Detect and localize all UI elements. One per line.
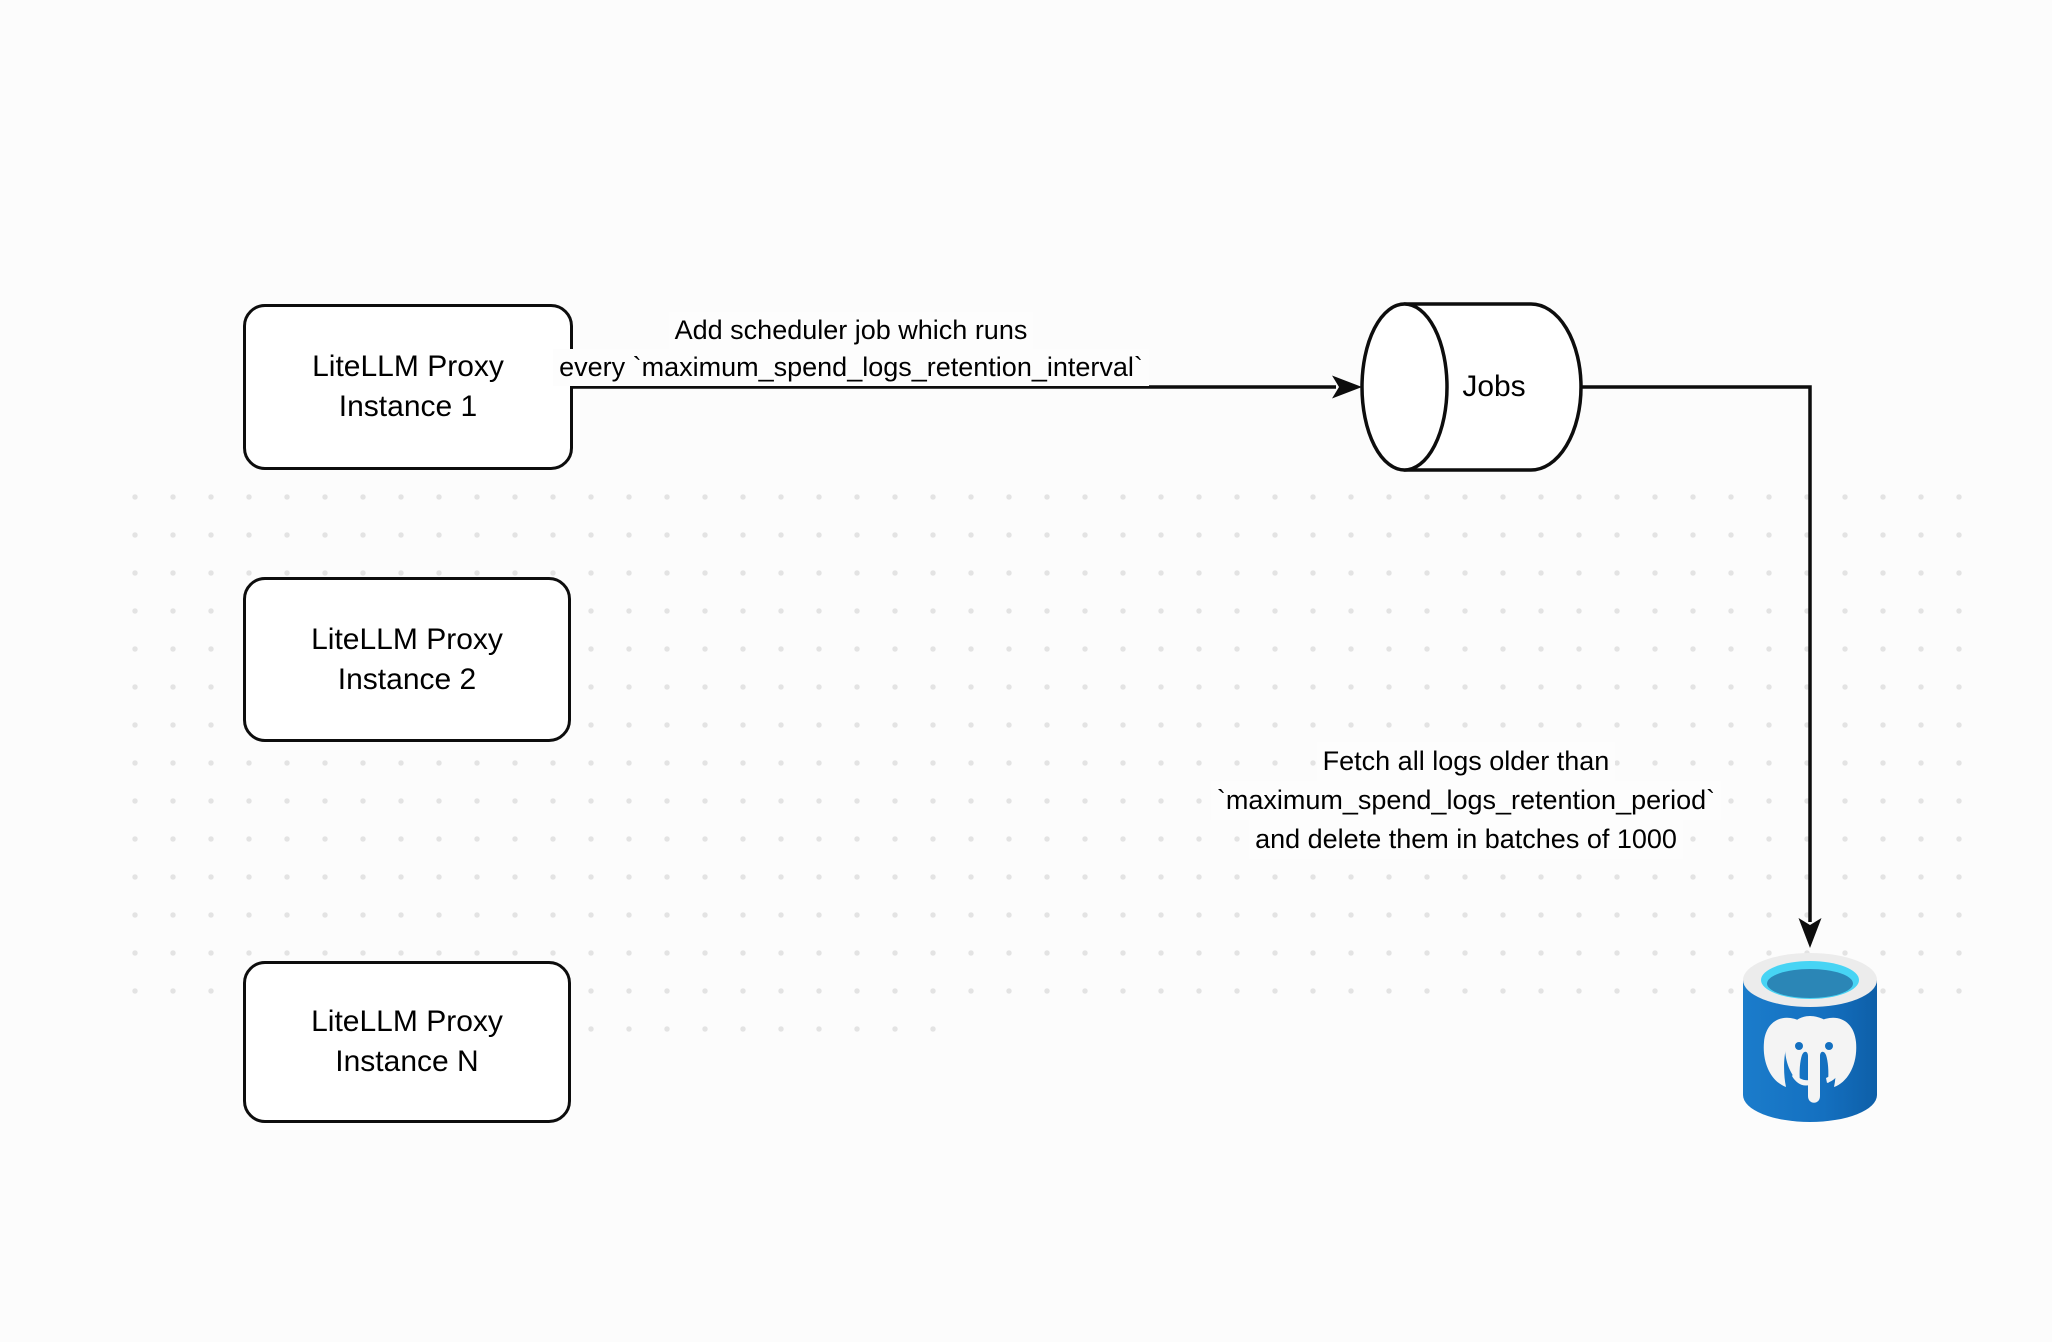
- jobs-queue-cylinder: [1360, 302, 1583, 472]
- node-label-line: Instance 1: [338, 390, 478, 423]
- dot-grid-background-extra-row: [534, 1010, 944, 1048]
- node-label-line: Instance N: [335, 1045, 479, 1078]
- edge-fetch-delete-arrow: [1581, 385, 1822, 948]
- edge-add-scheduler-arrow: [573, 375, 1362, 399]
- jobs-queue-label: Jobs: [1462, 370, 1526, 403]
- node-litellm-proxy-instance-n: LiteLLM Proxy Instance N: [243, 961, 571, 1123]
- edge-label-line: Add scheduler job which runs: [668, 312, 1034, 349]
- node-label-line: Instance 2: [337, 662, 477, 696]
- postgresql-icon: [1743, 953, 1877, 1122]
- arrowhead-right-icon: [1332, 375, 1362, 399]
- edge-label-line: Fetch all logs older than: [1316, 742, 1616, 781]
- node-litellm-proxy-instance-1: LiteLLM Proxy Instance 1: [243, 304, 573, 470]
- node-label-line: LiteLLM Proxy: [311, 1005, 503, 1038]
- node-label-line: LiteLLM Proxy: [312, 350, 504, 383]
- postgres-elephant-glyph: [1763, 1016, 1857, 1103]
- elephant-eye-left: [1795, 1042, 1803, 1050]
- edge-label-line: every `maximum_spend_logs_retention_inte…: [553, 349, 1149, 386]
- elephant-eye-right: [1825, 1042, 1833, 1050]
- node-label-line: LiteLLM Proxy: [311, 622, 503, 656]
- arrowhead-down-icon: [1798, 918, 1822, 948]
- node-litellm-proxy-instance-2: LiteLLM Proxy Instance 2: [243, 577, 571, 742]
- edge-label-fetch-and-delete: Fetch all logs older than `maximum_spend…: [1136, 742, 1796, 859]
- edge-label-line: `maximum_spend_logs_retention_period`: [1210, 781, 1722, 820]
- edge-label-line: and delete them in batches of 1000: [1249, 820, 1683, 859]
- edge-label-add-scheduler-job: Add scheduler job which runs every `maxi…: [501, 312, 1201, 386]
